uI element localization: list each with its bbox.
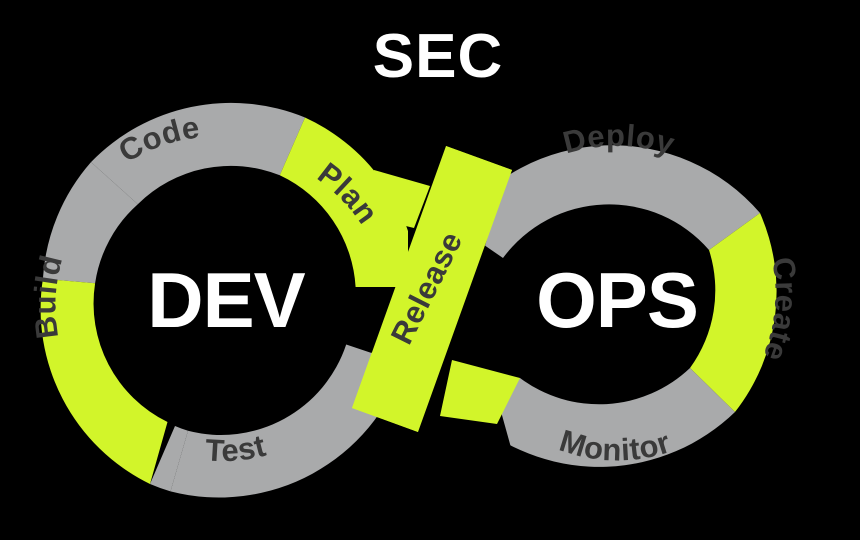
release-crossover-band[interactable]	[352, 146, 520, 432]
segment-create-arc[interactable]	[690, 213, 777, 412]
segment-monitor-arc[interactable]	[475, 368, 735, 467]
segment-plan-arc[interactable]	[279, 117, 419, 288]
page-title: SEC	[373, 22, 503, 91]
segment-build-arc[interactable]	[40, 278, 168, 484]
segment-label-build: Build	[27, 251, 69, 340]
release-tail-right[interactable]	[440, 360, 520, 424]
segment-label-test: Test	[204, 428, 269, 469]
right-loop-ring	[455, 145, 777, 467]
hub-label-ops: OPS	[536, 256, 698, 344]
segment-test-arc-b[interactable]	[150, 426, 188, 492]
segment-code-arc-b[interactable]	[91, 102, 305, 205]
release-tail-left[interactable]	[356, 170, 430, 228]
segment-deploy-arc[interactable]	[455, 145, 760, 258]
release-flare-upper-left[interactable]	[352, 352, 418, 432]
segment-test-arc[interactable]	[170, 344, 405, 498]
hub-label-dev: DEV	[147, 256, 305, 344]
release-flare-lower-right[interactable]	[446, 146, 512, 224]
segment-code-arc[interactable]	[42, 162, 138, 284]
left-loop-ring	[40, 102, 419, 498]
